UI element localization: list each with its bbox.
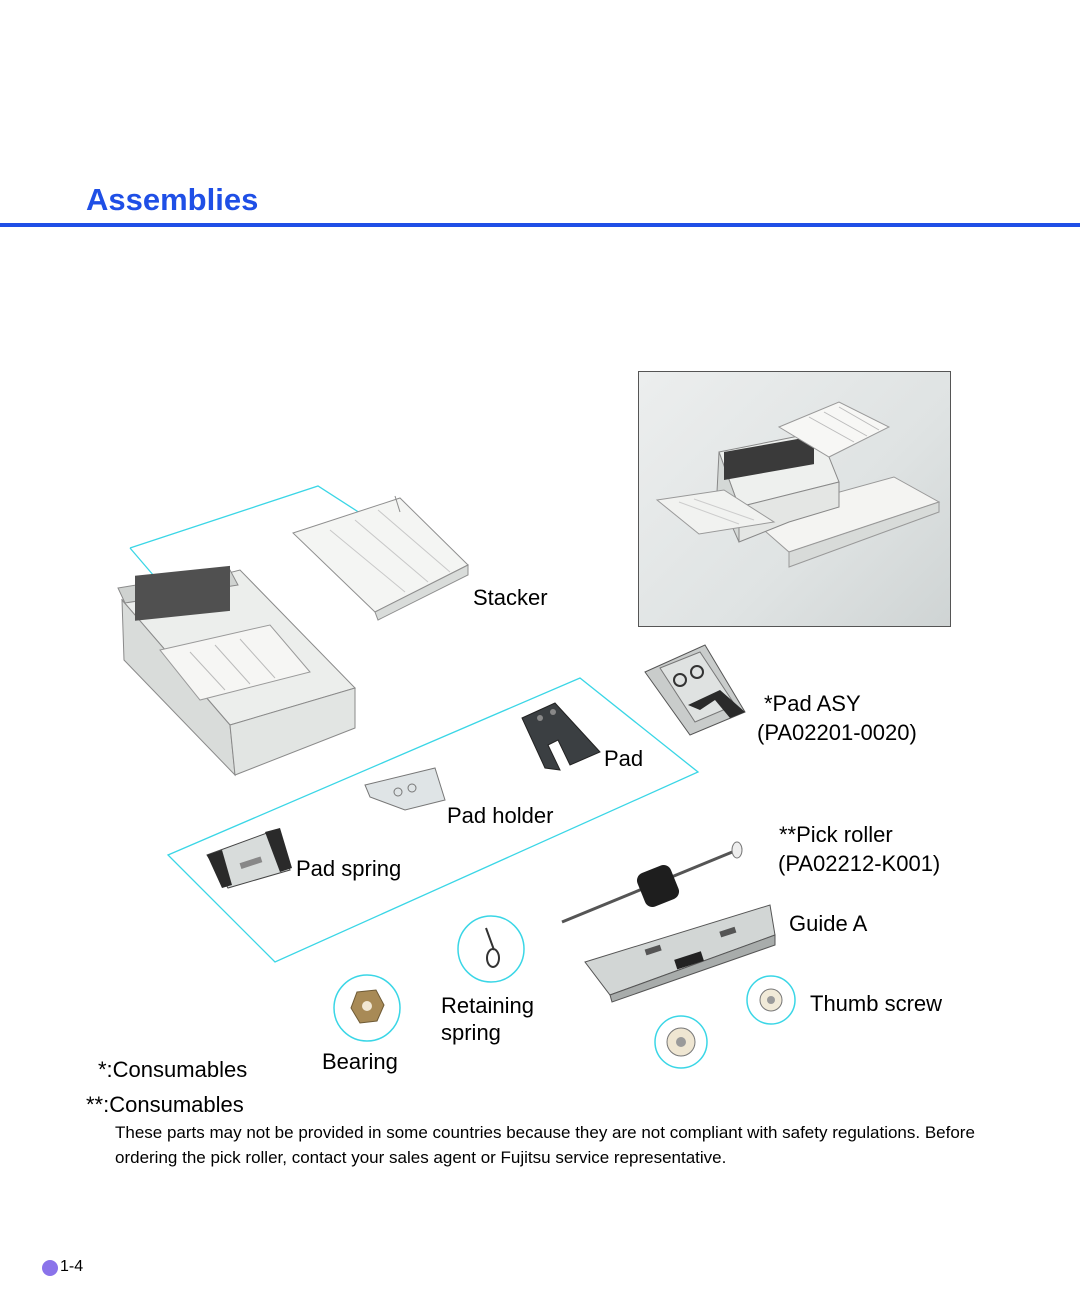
label-retaining-spring: spring xyxy=(441,1020,501,1045)
label-consumables-double: **:Consumables xyxy=(86,1092,244,1117)
page-marker-icon xyxy=(42,1260,58,1276)
pad-spring-illustration xyxy=(206,828,292,889)
leader-lines xyxy=(129,485,700,963)
title-rule xyxy=(0,223,1080,227)
pad-holder-illustration xyxy=(364,767,446,811)
stacker-illustration xyxy=(292,495,469,621)
label-pad: Pad xyxy=(604,746,644,771)
label-pad-asy-part: (PA02201-0020) xyxy=(757,720,917,745)
scanner-photo xyxy=(638,371,951,627)
scanner-open-illustration xyxy=(117,565,356,777)
thumb-screw-illustration xyxy=(654,975,796,1069)
label-stacker: Stacker xyxy=(473,585,548,610)
label-guide-a: Guide A xyxy=(789,911,868,936)
guide-a-illustration xyxy=(584,904,776,1003)
retaining-spring-illustration xyxy=(457,915,525,983)
pad-illustration xyxy=(521,702,601,771)
pad-asy-illustration xyxy=(644,644,746,736)
page-title: Assemblies xyxy=(86,182,259,217)
consumables-note: These parts may not be provided in some … xyxy=(115,1123,975,1167)
label-pick-roller-part: (PA02212-K001) xyxy=(778,851,941,876)
label-bearing: Bearing xyxy=(322,1049,398,1074)
pick-roller-illustration xyxy=(561,841,743,924)
label-thumb-screw: Thumb screw xyxy=(810,991,943,1016)
label-pad-holder: Pad holder xyxy=(447,803,554,828)
label-consumables-single: *:Consumables xyxy=(98,1057,248,1082)
label-pick-roller: **Pick roller xyxy=(779,822,893,847)
label-pad-asy: *Pad ASY xyxy=(764,691,861,716)
label-pad-spring: Pad spring xyxy=(296,856,402,881)
label-retaining: Retaining xyxy=(441,993,534,1018)
bearing-illustration xyxy=(333,974,401,1042)
page-number: 1-4 xyxy=(60,1258,84,1275)
